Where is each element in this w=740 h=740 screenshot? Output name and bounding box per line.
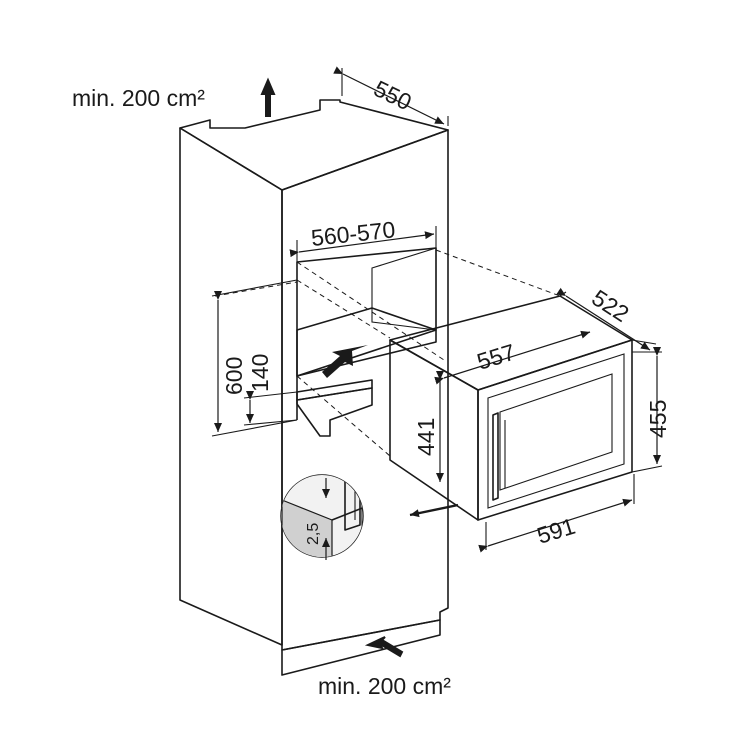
appliance-width-label: 591 [534,513,578,549]
tall-cabinet [179,99,449,676]
vent-top-label: min. 200 cm² [72,85,205,111]
detail-pointer-arrow [409,503,459,518]
appliance-height-label: 455 [645,400,671,438]
niche-height-label: 600 [221,357,247,395]
niche [296,247,437,437]
appliance-inner-width-label: 557 [474,339,518,375]
vent-top-arrow [260,77,276,117]
wine-cabinet-appliance [389,295,633,521]
niche-back-wall [371,247,437,331]
detail-circle: 2,5 [280,474,459,560]
appliance-inner-height-label: 441 [413,418,439,456]
insert-arrow [322,345,368,378]
appliance-depth-label: 522 [587,284,633,327]
ventilation: min. 200 cm² min. 200 cm² [72,77,451,699]
niche-opening [296,247,437,377]
cabinet-plinth [281,619,441,676]
niche-floor [296,307,437,377]
hidden-lines [214,249,561,457]
vent-bottom-label: min. 200 cm² [318,673,451,699]
detail-gap-label: 2,5 [305,523,322,545]
vent-bottom-arrow [364,636,404,658]
shelf-rail-lower [296,387,373,437]
door-handle [492,412,499,501]
niche-width-label: 560-570 [310,216,397,251]
depth-550-label: 550 [370,75,416,115]
dimensions: 550 560-570 600 140 522 557 455 441 [211,66,671,553]
appliance-glass-door [499,373,613,491]
shelf-gap-label: 140 [247,354,273,392]
